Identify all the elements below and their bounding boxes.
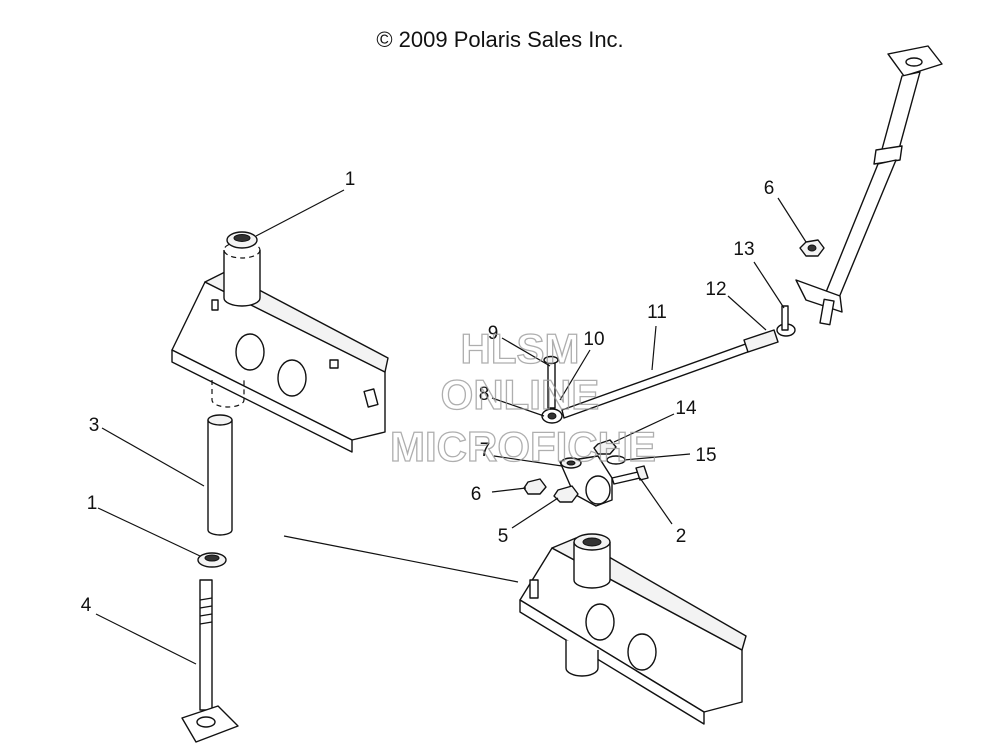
- top-lock-nut: [799, 239, 825, 257]
- bolt-9: [543, 355, 559, 409]
- callout-12: 12: [705, 279, 726, 300]
- watermark-line-1: HLSM: [461, 325, 580, 372]
- callout-numbers: 1 3 1 4 6 13 12 11 9 10 8 14 15 7 6 5 2: [81, 169, 775, 616]
- leader-lines: [95, 189, 807, 665]
- pivot-shaft: [181, 579, 239, 743]
- callout-5: 5: [498, 526, 509, 547]
- callout-4: 4: [81, 595, 92, 616]
- callout-1-top: 1: [345, 169, 356, 190]
- watermark-line-3: MICROFICHE: [390, 423, 656, 470]
- assembly-guide-line: [283, 535, 519, 583]
- callout-8: 8: [479, 384, 490, 405]
- copyright-text: © 2009 Polaris Sales Inc.: [376, 27, 623, 52]
- callout-6-bottom: 6: [471, 484, 482, 505]
- right-bearing-tube: [573, 533, 611, 589]
- tie-rod: [541, 305, 796, 424]
- callout-10: 10: [583, 329, 604, 350]
- callout-6-top: 6: [764, 178, 775, 199]
- callout-11: 11: [647, 302, 667, 323]
- watermark-line-2: ONLINE: [441, 371, 600, 418]
- callout-7: 7: [480, 440, 491, 461]
- sleeve-tube: [207, 414, 233, 536]
- left-bearing-tube: [211, 241, 261, 408]
- right-frame-bracket: [519, 537, 747, 725]
- nut-5: [553, 485, 579, 503]
- bottom-lock-nut: [523, 478, 547, 495]
- nut-14: [593, 439, 617, 455]
- lower-bushing: [197, 552, 227, 568]
- callout-1-bottom: 1: [87, 493, 98, 514]
- left-frame-bracket: [171, 271, 389, 453]
- callout-13: 13: [733, 239, 754, 260]
- top-bushing: [226, 231, 258, 249]
- callout-15: 15: [695, 445, 716, 466]
- callout-9: 9: [488, 323, 499, 344]
- callout-2: 2: [676, 526, 687, 547]
- callout-14: 14: [675, 398, 697, 419]
- steering-post: [795, 45, 943, 326]
- watermark: HLSM ONLINE MICROFICHE: [389, 324, 656, 470]
- callout-3: 3: [89, 415, 100, 436]
- bolt-2: [611, 465, 649, 485]
